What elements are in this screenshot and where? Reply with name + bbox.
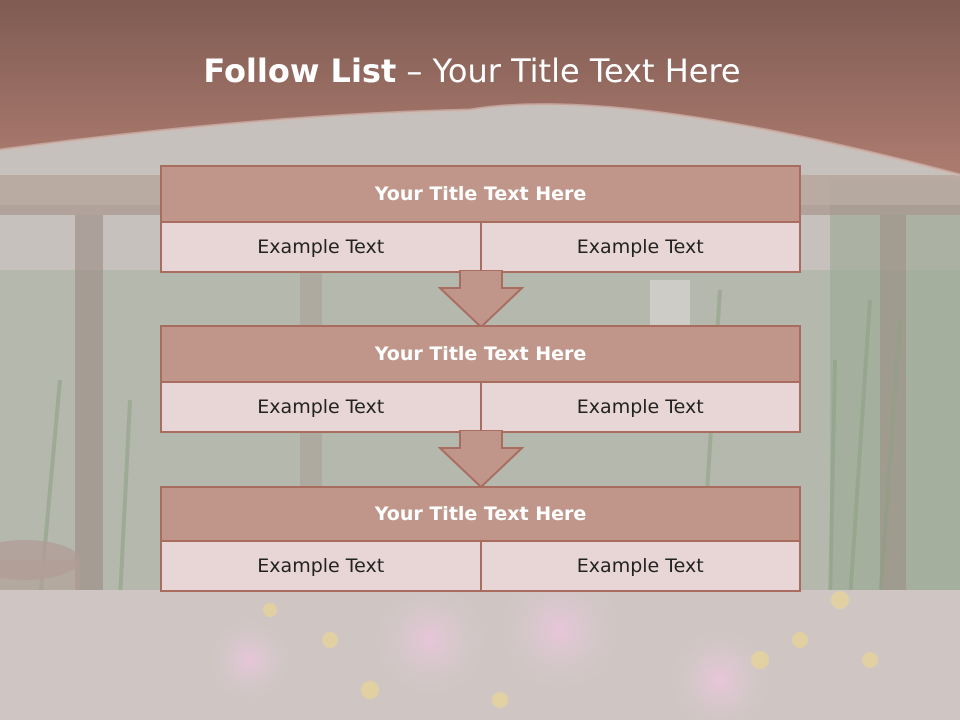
block-row: Example Text Example Text [160,223,801,273]
block-cell-right: Example Text [481,383,801,433]
block-title: Your Title Text Here [160,325,801,383]
block-cell-right: Example Text [481,542,801,592]
list-block-1: Your Title Text Here Example Text Exampl… [160,165,801,273]
slide-title-bold: Follow List [203,52,397,90]
block-cell-left: Example Text [160,223,482,273]
down-arrow-icon [438,270,524,329]
block-row: Example Text Example Text [160,542,801,592]
list-block-3: Your Title Text Here Example Text Exampl… [160,486,801,592]
slide-title-rest: – Your Title Text Here [396,52,741,90]
slide-title: Follow List – Your Title Text Here [0,52,944,90]
block-title: Your Title Text Here [160,165,801,223]
block-cell-right: Example Text [481,223,801,273]
block-cell-left: Example Text [160,383,482,433]
block-cell-left: Example Text [160,542,482,592]
block-title: Your Title Text Here [160,486,801,542]
block-row: Example Text Example Text [160,383,801,433]
down-arrow-icon [438,430,524,489]
list-block-2: Your Title Text Here Example Text Exampl… [160,325,801,433]
